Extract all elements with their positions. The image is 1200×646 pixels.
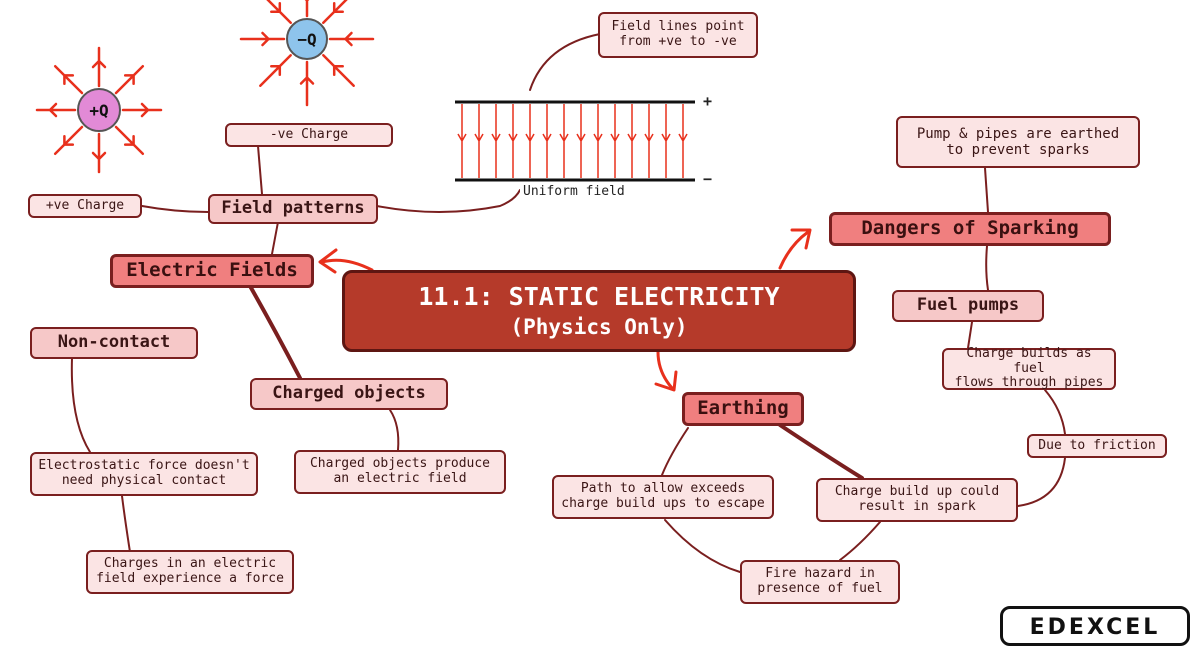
negative-charge-field-lines xyxy=(239,0,375,107)
center-subtitle: (Physics Only) xyxy=(510,315,688,340)
connector-charge-builds-friction xyxy=(1044,389,1066,435)
uniform-field-line xyxy=(593,104,603,178)
charge-builds-node: Charge builds as fuel flows through pipe… xyxy=(942,346,1116,390)
positive-charge-label: +Q xyxy=(89,100,109,120)
earthing-node: Earthing xyxy=(682,392,804,426)
connector-nodes-non-contact xyxy=(70,357,91,453)
negative-charge-ray xyxy=(322,0,348,24)
connector-friction-buildup xyxy=(1017,457,1066,507)
uniform-field-label: Uniform field xyxy=(520,184,628,199)
connector-charged-objects-produce xyxy=(389,409,400,451)
positive-charge-ray xyxy=(114,64,145,95)
uniform-field-lines xyxy=(457,104,688,178)
uniform-field-line xyxy=(661,104,671,178)
connector-earthing-buildup xyxy=(778,423,864,480)
negative-charge-ray xyxy=(304,0,310,18)
path-escape-node: Path to allow exceeds charge build ups t… xyxy=(552,475,774,519)
negative-charge-ray xyxy=(266,0,292,24)
arrow-to-earthing-head xyxy=(654,370,678,392)
negative-charge-label: −Q xyxy=(297,29,317,49)
uniform-field-line xyxy=(576,104,586,178)
positive-charge-ray xyxy=(114,125,145,156)
negative-charge-ray xyxy=(299,60,315,107)
positive-charge-field-lines xyxy=(35,46,163,174)
fuel-pumps-node: Fuel pumps xyxy=(892,290,1044,322)
negative-charge-ray xyxy=(322,54,355,87)
connector-sparking-fuel-pumps xyxy=(985,245,989,291)
positive-charge-ray xyxy=(121,102,163,118)
friction-node: Due to friction xyxy=(1027,434,1167,458)
neg-charge-node: -ve Charge xyxy=(225,123,393,147)
arrow-to-electric-fields-head xyxy=(318,248,338,274)
fire-hazard-node: Fire hazard in presence of fuel xyxy=(740,560,900,604)
negative-charge-circle: −Q xyxy=(286,18,328,60)
negative-charge-ray xyxy=(328,31,375,47)
electric-fields-node: Electric Fields xyxy=(110,254,314,288)
center-title-node: 11.1: STATIC ELECTRICITY (Physics Only) xyxy=(342,270,856,352)
uniform-field-line xyxy=(508,104,518,178)
connector-path-fire xyxy=(664,519,741,573)
charges-force-node: Charges in an electric field experience … xyxy=(86,550,294,594)
negative-charge-ray xyxy=(239,31,286,47)
positive-charge-ray xyxy=(35,102,77,118)
dangers-sparking-node: Dangers of Sparking xyxy=(829,212,1111,246)
negative-charge-ray xyxy=(259,54,292,87)
arrow-to-sparking-head xyxy=(790,228,812,250)
uniform-field-line xyxy=(525,104,535,178)
non-contact-node: Non-contact xyxy=(30,327,198,359)
edexcel-logo-text: EDEXCEL xyxy=(1029,615,1161,640)
field-lines-direction-node: Field lines point from +ve to -ve xyxy=(598,12,758,58)
uniform-field-line xyxy=(457,104,467,178)
uniform-field-line xyxy=(678,104,688,178)
connector-earthing-path xyxy=(661,427,689,476)
positive-charge-circle: +Q xyxy=(77,88,121,132)
positive-charge-ray xyxy=(91,46,107,88)
uniform-field-line xyxy=(491,104,501,178)
connector-fuel-pumps-charge-builds xyxy=(967,321,973,349)
buildup-spark-node: Charge build up could result in spark xyxy=(816,478,1018,522)
plate-minus-sign: − xyxy=(700,170,716,188)
arrow-to-sparking xyxy=(778,230,810,270)
connector-uniform-field-field-patterns xyxy=(376,189,521,213)
uniform-field-line xyxy=(542,104,552,178)
connector-electrostatic-charges-force xyxy=(121,495,131,553)
pos-charge-node: +ve Charge xyxy=(28,194,142,218)
edexcel-logo: EDEXCEL xyxy=(1000,606,1190,646)
uniform-field-line xyxy=(559,104,569,178)
electrostatic-force-node: Electrostatic force doesn't need physica… xyxy=(30,452,258,496)
connector-buildup-fire xyxy=(839,521,881,561)
connector-field-patterns-electric-fields xyxy=(271,221,279,255)
positive-charge-ray xyxy=(53,64,84,95)
uniform-field-line xyxy=(644,104,654,178)
pump-pipes-node: Pump & pipes are earthed to prevent spar… xyxy=(896,116,1140,168)
connector-pump-sparking xyxy=(984,167,989,213)
charged-objects-node: Charged objects xyxy=(250,378,448,410)
field-patterns-node: Field patterns xyxy=(208,194,378,224)
uniform-field-line xyxy=(474,104,484,178)
uniform-field-line xyxy=(610,104,620,178)
connector-layer xyxy=(35,0,1066,573)
center-title: 11.1: STATIC ELECTRICITY xyxy=(418,281,780,311)
charged-produce-node: Charged objects produce an electric fiel… xyxy=(294,450,506,494)
connector-electric-fields-charged-objects xyxy=(248,284,302,380)
uniform-field-line xyxy=(627,104,637,178)
arrow-to-earthing xyxy=(656,350,674,390)
connector-field-lines-plates xyxy=(529,33,601,91)
arrow-to-electric-fields xyxy=(320,258,374,272)
positive-charge-ray xyxy=(53,125,84,156)
connector-neg-charge-field-patterns xyxy=(257,145,263,195)
connector-pos-charge-field-patterns xyxy=(141,205,209,213)
positive-charge-ray xyxy=(91,132,107,174)
plate-plus-sign: + xyxy=(700,92,716,110)
